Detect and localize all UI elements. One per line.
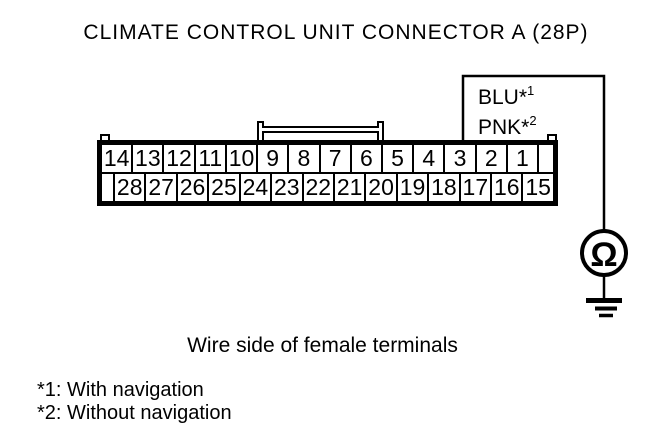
terminal-cell-25: 25 <box>207 172 241 203</box>
terminal-cell-20: 20 <box>364 172 398 203</box>
wire-color-label: BLU*1 PNK*2 <box>478 80 537 140</box>
terminal-cell-14: 14 <box>100 143 134 174</box>
terminal-cell-3: 3 <box>443 143 477 174</box>
terminal-cell-9: 9 <box>256 143 290 174</box>
blank-cell <box>537 143 556 174</box>
latch-bar <box>262 126 379 133</box>
terminal-cell-22: 22 <box>301 172 335 203</box>
terminal-cell-11: 11 <box>193 143 227 174</box>
terminal-cell-19: 19 <box>395 172 430 203</box>
terminal-cell-24: 24 <box>238 172 273 203</box>
terminal-cell-7: 7 <box>318 143 352 174</box>
footnote-1: *1: With navigation <box>37 379 204 401</box>
ohm-symbol: Ω <box>590 236 617 274</box>
footnote-2: *2: Without navigation <box>37 402 232 424</box>
terminal-cell-4: 4 <box>412 143 446 174</box>
terminal-cell-16: 16 <box>490 172 524 203</box>
terminal-cell-18: 18 <box>427 172 461 203</box>
wire-color-line-2: PNK*2 <box>478 113 537 139</box>
ground-icon <box>586 298 622 318</box>
terminal-cell-26: 26 <box>175 172 210 203</box>
terminal-cell-21: 21 <box>332 172 367 203</box>
wire-color-line-1: BLU*1 <box>478 83 535 109</box>
terminal-cell-1: 1 <box>505 143 540 174</box>
terminal-cell-8: 8 <box>287 143 321 174</box>
terminal-cell-23: 23 <box>270 172 304 203</box>
terminal-cell-27: 27 <box>144 172 178 203</box>
connector-right-tab <box>547 134 557 143</box>
connector-left-tab <box>100 134 110 143</box>
terminal-cell-12: 12 <box>162 143 196 174</box>
terminal-cell-15: 15 <box>521 172 555 203</box>
terminal-cell-10: 10 <box>224 143 259 174</box>
diagram-title: CLIMATE CONTROL UNIT CONNECTOR A (28P) <box>83 21 589 44</box>
terminal-cell-17: 17 <box>458 172 493 203</box>
caption: Wire side of female terminals <box>187 334 458 357</box>
terminal-cell-28: 28 <box>113 172 147 203</box>
terminal-cell-2: 2 <box>474 143 508 174</box>
footnotes: *1: With navigation *2: Without navigati… <box>37 379 232 425</box>
terminal-cell-13: 13 <box>131 143 165 174</box>
terminal-cell-5: 5 <box>380 143 415 174</box>
terminal-cell-6: 6 <box>349 143 383 174</box>
wire-label-box-outline <box>461 74 606 231</box>
